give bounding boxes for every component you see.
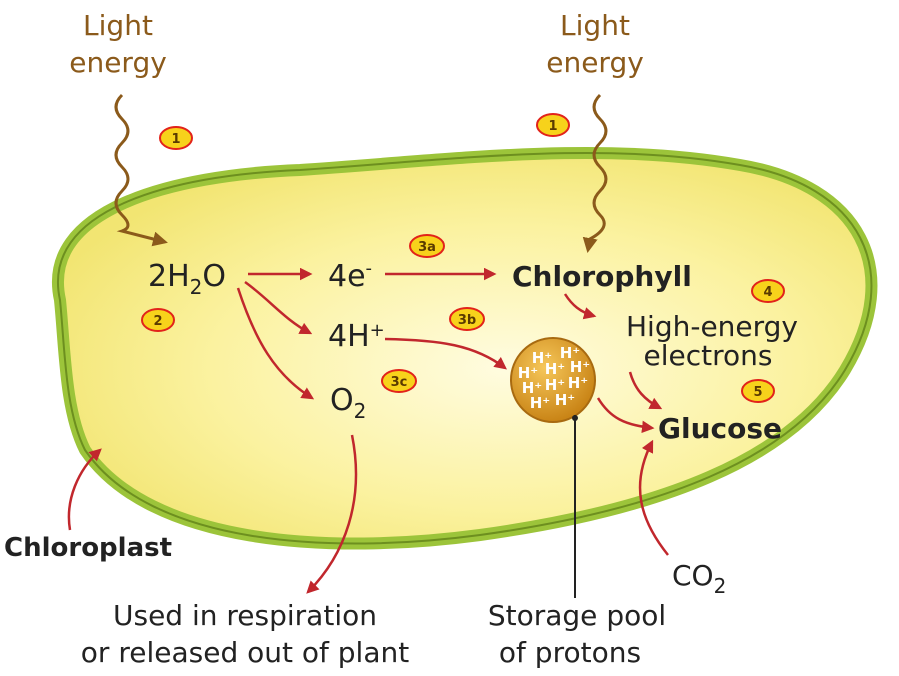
badge-1-right: 1	[536, 113, 570, 137]
proton-pool-ion: H⁺	[522, 379, 542, 397]
co2-label: CO2	[672, 559, 726, 598]
high-energy-label-1: High-energy	[626, 310, 798, 343]
chlorophyll-label: Chlorophyll	[512, 260, 692, 293]
badge-3b: 3b	[449, 307, 485, 331]
badge-5: 5	[741, 379, 775, 403]
arrow-oxygen-to-outside	[306, 434, 358, 594]
light-label-left-1: Light	[83, 9, 153, 42]
proton-pool-ion: H⁺	[568, 374, 588, 392]
light-label-right-1: Light	[560, 9, 630, 42]
arrow-water-to-oxygen	[236, 287, 315, 400]
badge-1-left: 1	[159, 126, 193, 150]
proton-pool-ion: H⁺	[570, 358, 590, 376]
arrow-pool-to-glucose	[596, 397, 655, 434]
arrow-protons-to-pool	[384, 337, 507, 370]
light-wave-left	[114, 93, 168, 247]
svg-text:2: 2	[153, 314, 162, 329]
proton-pool-ion: H⁺	[545, 376, 565, 394]
svg-text:5: 5	[753, 385, 762, 400]
arrow-chloroplast-pointer	[67, 448, 102, 531]
electrons-label: 4e-	[328, 258, 372, 294]
glucose-label: Glucose	[658, 412, 782, 445]
svg-text:3c: 3c	[391, 375, 408, 390]
badge-3a: 3a	[409, 234, 445, 258]
storage-label-1: Storage pool	[488, 599, 666, 632]
svg-text:1: 1	[548, 119, 557, 134]
high-energy-label-2: electrons	[644, 339, 773, 372]
chloroplast-label: Chloroplast	[4, 533, 172, 563]
light-energy-right: Light energy	[546, 9, 644, 253]
proton-pool-ion: H⁺	[518, 364, 538, 382]
chloroplast-inner-edge	[57, 151, 873, 545]
svg-text:4: 4	[763, 285, 772, 300]
badge-4: 4	[751, 279, 785, 303]
light-label-left-2: energy	[69, 46, 167, 79]
arrow-chlorophyll-to-high-energy	[563, 293, 597, 320]
storage-label-2: of protons	[499, 636, 641, 669]
light-label-right-2: energy	[546, 46, 644, 79]
water-label: 2H2O	[148, 259, 226, 299]
protons-label: 4H+	[328, 319, 385, 354]
proton-pool: H⁺ H⁺ H⁺ H⁺ H⁺ H⁺ H⁺ H⁺ H⁺ H⁺	[510, 337, 596, 423]
svg-text:1: 1	[171, 132, 180, 147]
proton-pool-ion: H⁺	[545, 360, 565, 378]
respiration-label-1: Used in respiration	[113, 599, 377, 632]
arrow-water-to-protons	[244, 280, 313, 335]
light-wave-right	[582, 93, 608, 253]
svg-text:3b: 3b	[458, 313, 476, 328]
proton-pool-ion: H⁺	[555, 391, 575, 409]
reaction-arrows	[67, 267, 669, 594]
badge-3c: 3c	[381, 369, 417, 393]
proton-pool-ion: H⁺	[532, 349, 552, 367]
arrow-high-energy-to-glucose	[628, 371, 663, 410]
oxygen-label: O2	[330, 383, 366, 423]
proton-pool-ion: H⁺	[530, 394, 550, 412]
badge-2: 2	[141, 308, 175, 332]
respiration-label-2: or released out of plant	[81, 636, 409, 669]
svg-text:3a: 3a	[418, 240, 436, 255]
arrow-co2-to-glucose	[638, 439, 669, 556]
proton-pool-ion: H⁺	[560, 344, 580, 362]
light-energy-left: Light energy	[69, 9, 168, 247]
